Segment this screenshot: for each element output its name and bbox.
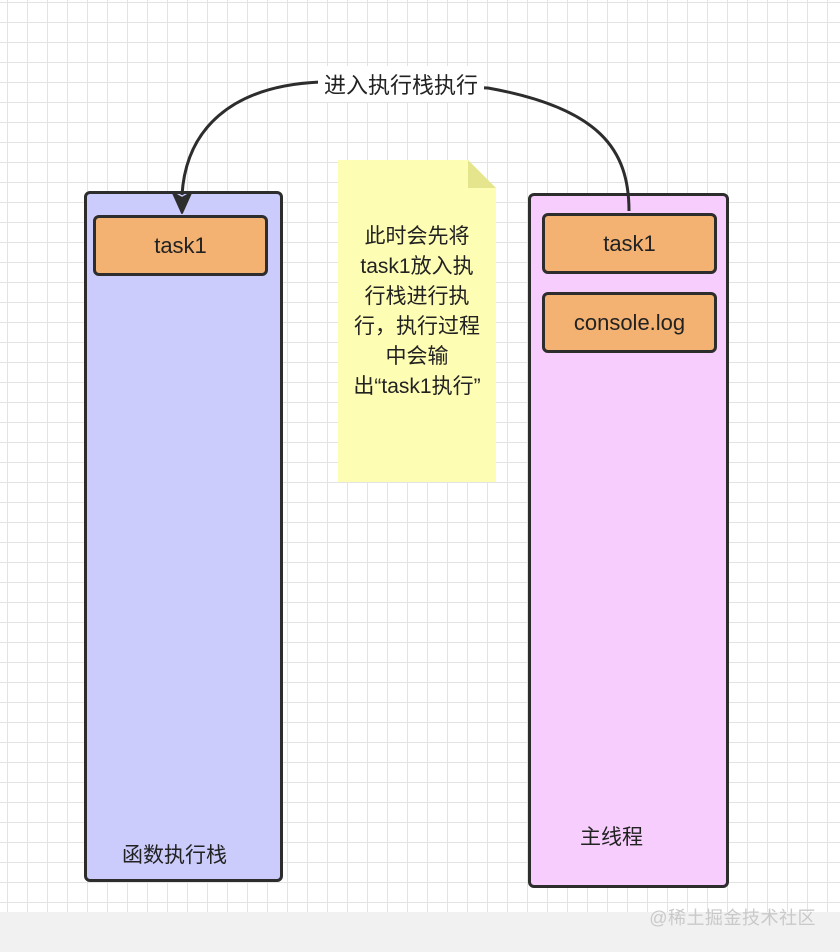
watermark: @稀土掘金技术社区 xyxy=(649,908,816,928)
call-stack-task-label: task1 xyxy=(154,232,207,258)
arrowhead-icon xyxy=(172,192,192,214)
push-arrow-label: 进入执行栈执行 xyxy=(318,66,485,102)
call-stack-task-task1: task1 xyxy=(93,215,268,276)
main-thread-label: 主线程 xyxy=(580,826,643,849)
main-thread-task-label: task1 xyxy=(603,230,656,256)
main-thread-task-label: console.log xyxy=(573,309,686,335)
push-arrow-curve xyxy=(180,80,631,212)
main-thread-column: task1 console.log 主线程 xyxy=(528,193,729,888)
main-thread-task-task1: task1 xyxy=(542,213,717,274)
call-stack-label: 函数执行栈 xyxy=(122,844,227,867)
sticky-note-text: 此时会先将task1放入执行栈进行执行，执行过程中会输出“task1执行” xyxy=(353,225,481,398)
main-thread-task-console-log: console.log xyxy=(542,292,717,353)
footer-strip xyxy=(0,912,840,952)
call-stack-column: task1 函数执行栈 xyxy=(84,191,283,882)
sticky-note: 此时会先将task1放入执行栈进行执行，执行过程中会输出“task1执行” xyxy=(338,160,496,482)
sticky-note-shape xyxy=(338,160,496,482)
